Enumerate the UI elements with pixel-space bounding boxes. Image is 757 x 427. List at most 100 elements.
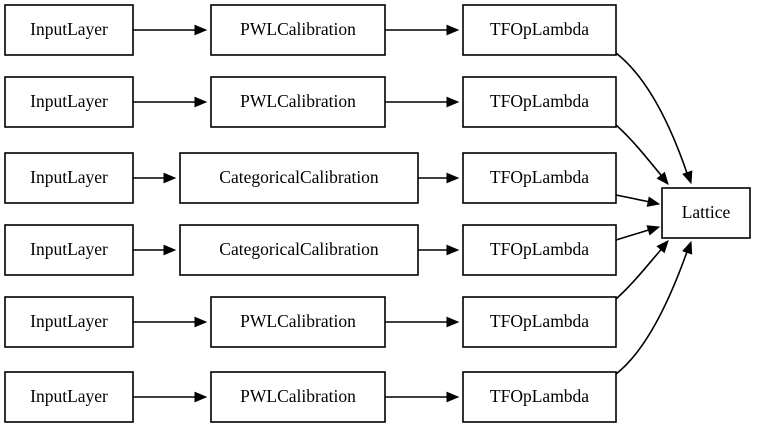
node-input_4[interactable]: InputLayer: [4, 224, 134, 276]
node-box[interactable]: [462, 76, 617, 128]
node-label: InputLayer: [30, 91, 108, 111]
node-label: PWLCalibration: [240, 19, 356, 39]
node-input_5[interactable]: InputLayer: [4, 296, 134, 348]
arrowhead-icon: [646, 196, 661, 207]
node-box[interactable]: [4, 224, 134, 276]
edge-op_2-to-lattice: [615, 124, 669, 185]
edge-op_3-to-lattice: [615, 194, 661, 207]
node-input_6[interactable]: InputLayer: [4, 371, 134, 423]
arrowhead-icon: [194, 391, 208, 403]
node-label: TFOpLambda: [490, 91, 589, 111]
node-label: InputLayer: [30, 239, 108, 259]
node-box[interactable]: [4, 152, 134, 204]
node-label: TFOpLambda: [490, 167, 589, 187]
node-box[interactable]: [661, 187, 751, 239]
node-op_5[interactable]: TFOpLambda: [462, 296, 617, 348]
node-input_2[interactable]: InputLayer: [4, 76, 134, 128]
node-cal_1[interactable]: PWLCalibration: [210, 4, 386, 56]
node-label: PWLCalibration: [240, 91, 356, 111]
node-box[interactable]: [210, 296, 386, 348]
arrowhead-icon: [446, 316, 460, 328]
node-box[interactable]: [4, 296, 134, 348]
node-label: TFOpLambda: [490, 239, 589, 259]
edge-op_5-to-lattice: [615, 240, 669, 300]
edge-op_1-to-lattice: [615, 52, 693, 185]
node-box[interactable]: [4, 371, 134, 423]
node-op_2[interactable]: TFOpLambda: [462, 76, 617, 128]
arrowhead-icon: [163, 172, 177, 184]
arrowhead-icon: [163, 244, 177, 256]
node-cal_4[interactable]: CategoricalCalibration: [179, 224, 419, 276]
node-label: Lattice: [682, 202, 731, 222]
node-box[interactable]: [210, 76, 386, 128]
arrowhead-icon: [446, 24, 460, 36]
node-op_6[interactable]: TFOpLambda: [462, 371, 617, 423]
node-label: TFOpLambda: [490, 19, 589, 39]
edge-line: [615, 52, 690, 180]
node-box[interactable]: [462, 296, 617, 348]
edge-line: [615, 124, 666, 181]
node-label: InputLayer: [30, 19, 108, 39]
arrowhead-icon: [646, 225, 661, 236]
node-box[interactable]: [462, 4, 617, 56]
node-cal_6[interactable]: PWLCalibration: [210, 371, 386, 423]
edge-cal_3-to-op_3: [418, 172, 460, 184]
edges-layer: [133, 24, 693, 403]
arrowhead-icon: [194, 316, 208, 328]
edge-cal_6-to-op_6: [385, 391, 460, 403]
node-box[interactable]: [179, 152, 419, 204]
arrowhead-icon: [446, 244, 460, 256]
node-box[interactable]: [210, 4, 386, 56]
edge-input_5-to-cal_5: [133, 316, 208, 328]
node-label: PWLCalibration: [240, 386, 356, 406]
edge-line: [615, 244, 666, 300]
node-box[interactable]: [179, 224, 419, 276]
node-box[interactable]: [4, 76, 134, 128]
arrowhead-icon: [446, 391, 460, 403]
node-label: CategoricalCalibration: [219, 239, 379, 259]
node-label: TFOpLambda: [490, 386, 589, 406]
edge-cal_2-to-op_2: [385, 96, 460, 108]
arrowhead-icon: [656, 171, 669, 185]
arrowhead-icon: [194, 96, 208, 108]
node-cal_5[interactable]: PWLCalibration: [210, 296, 386, 348]
node-label: TFOpLambda: [490, 311, 589, 331]
edge-input_2-to-cal_2: [133, 96, 208, 108]
arrowhead-icon: [446, 172, 460, 184]
node-box[interactable]: [210, 371, 386, 423]
node-label: PWLCalibration: [240, 311, 356, 331]
edge-input_3-to-cal_3: [133, 172, 177, 184]
node-label: InputLayer: [30, 311, 108, 331]
edge-cal_5-to-op_5: [385, 316, 460, 328]
edge-input_4-to-cal_4: [133, 244, 177, 256]
arrowhead-icon: [194, 24, 208, 36]
arrowhead-icon: [682, 240, 693, 255]
node-box[interactable]: [462, 371, 617, 423]
arrowhead-icon: [656, 240, 669, 254]
arrowhead-icon: [682, 170, 693, 185]
edge-cal_4-to-op_4: [418, 244, 460, 256]
edge-op_6-to-lattice: [615, 240, 693, 375]
node-input_3[interactable]: InputLayer: [4, 152, 134, 204]
edge-input_1-to-cal_1: [133, 24, 208, 36]
edge-input_6-to-cal_6: [133, 391, 208, 403]
node-op_1[interactable]: TFOpLambda: [462, 4, 617, 56]
node-op_4[interactable]: TFOpLambda: [462, 224, 617, 276]
node-label: CategoricalCalibration: [219, 167, 379, 187]
node-box[interactable]: [462, 152, 617, 204]
edge-op_4-to-lattice: [615, 225, 661, 241]
node-cal_2[interactable]: PWLCalibration: [210, 76, 386, 128]
node-lattice[interactable]: Lattice: [661, 187, 751, 239]
node-box[interactable]: [4, 4, 134, 56]
node-box[interactable]: [462, 224, 617, 276]
node-label: InputLayer: [30, 386, 108, 406]
node-op_3[interactable]: TFOpLambda: [462, 152, 617, 204]
edge-line: [615, 245, 690, 375]
arrowhead-icon: [446, 96, 460, 108]
node-label: InputLayer: [30, 167, 108, 187]
node-input_1[interactable]: InputLayer: [4, 4, 134, 56]
node-cal_3[interactable]: CategoricalCalibration: [179, 152, 419, 204]
